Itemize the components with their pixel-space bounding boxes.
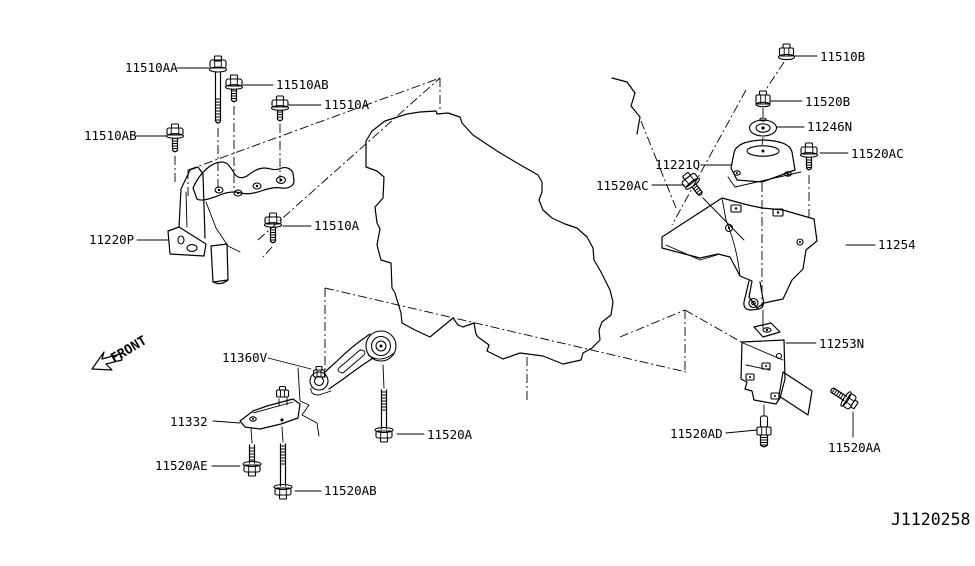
part-label-11220P: 11220P	[89, 232, 134, 247]
break-line-zigzag	[297, 367, 320, 437]
part-label-11510AA: 11510AA	[125, 60, 178, 75]
engine-outline	[210, 77, 641, 437]
part-label-11253N: 11253N	[819, 336, 864, 351]
part-label-11510A: 11510A	[324, 97, 370, 112]
insulator-11221Q-drawing	[727, 139, 802, 188]
mount-plane-outline	[778, 371, 813, 416]
bolt-11510AA-drawing	[208, 55, 228, 124]
front-arrow-icon	[91, 351, 123, 371]
part-label-11510AB-2: 11510AB	[84, 128, 137, 143]
bracket-11220P-drawing	[167, 161, 295, 257]
engine-top-right-edge	[611, 77, 641, 135]
part-label-11360V: 11360V	[222, 350, 268, 365]
part-label-11510B: 11510B	[820, 49, 865, 64]
part-label-11254: 11254	[878, 237, 916, 252]
part-label-11510AB: 11510AB	[276, 77, 329, 92]
part-label-11221Q: 11221Q	[655, 157, 700, 172]
part-label-11520B: 11520B	[805, 94, 850, 109]
bolt-11520AE-drawing	[242, 428, 262, 477]
nut-11510B-drawing	[777, 43, 796, 61]
bolt-11510AB-top-drawing	[224, 74, 244, 103]
washer-11246N-drawing	[748, 117, 778, 137]
part-callouts: 11510AA 11510AB 11510A 11510AB 11220P 11…	[84, 49, 970, 529]
part-label-11520AE: 11520AE	[155, 458, 208, 473]
part-label-11246N: 11246N	[807, 119, 852, 134]
bolt-11520A-drawing	[374, 364, 394, 443]
nut-11520B-drawing	[755, 90, 771, 108]
bracket-11253N-drawing	[740, 322, 813, 416]
bolt-11520AC-right-drawing	[799, 142, 819, 171]
bracket-11332-drawing	[239, 385, 301, 430]
stud-11520AD-drawing	[756, 404, 772, 448]
part-label-11520AB: 11520AB	[324, 483, 377, 498]
bolt-11520AC-left-axis-line	[702, 197, 745, 241]
part-label-11520A: 11520A	[427, 427, 473, 442]
leader-lines	[134, 55, 876, 492]
bolt-11510A-mid-drawing	[263, 212, 283, 244]
bolt-11510AB-left-drawing	[165, 123, 185, 153]
front-direction-arrow	[91, 351, 123, 371]
engine-boss	[210, 243, 229, 285]
front-direction-label: FRONT	[108, 333, 149, 366]
part-label-11520AD: 11520AD	[670, 426, 723, 441]
part-label-11520AC: 11520AC	[851, 146, 904, 161]
drawing-code: J1120258	[891, 510, 970, 529]
bolt-11520AA-drawing	[830, 387, 859, 410]
bolt-11520AC-left-drawing	[681, 172, 703, 196]
bracket-11254-drawing	[661, 197, 818, 329]
part-label-11520AA: 11520AA	[828, 440, 881, 455]
torque-rod-11360V-drawing	[309, 330, 397, 396]
phantom-lines	[174, 61, 810, 403]
part-label-11510A-2: 11510A	[314, 218, 360, 233]
part-label-11332: 11332	[170, 414, 208, 429]
part-label-11520AC-2: 11520AC	[596, 178, 649, 193]
bolt-11520AB-drawing	[273, 426, 293, 500]
bolt-11510A-top-drawing	[270, 95, 290, 122]
